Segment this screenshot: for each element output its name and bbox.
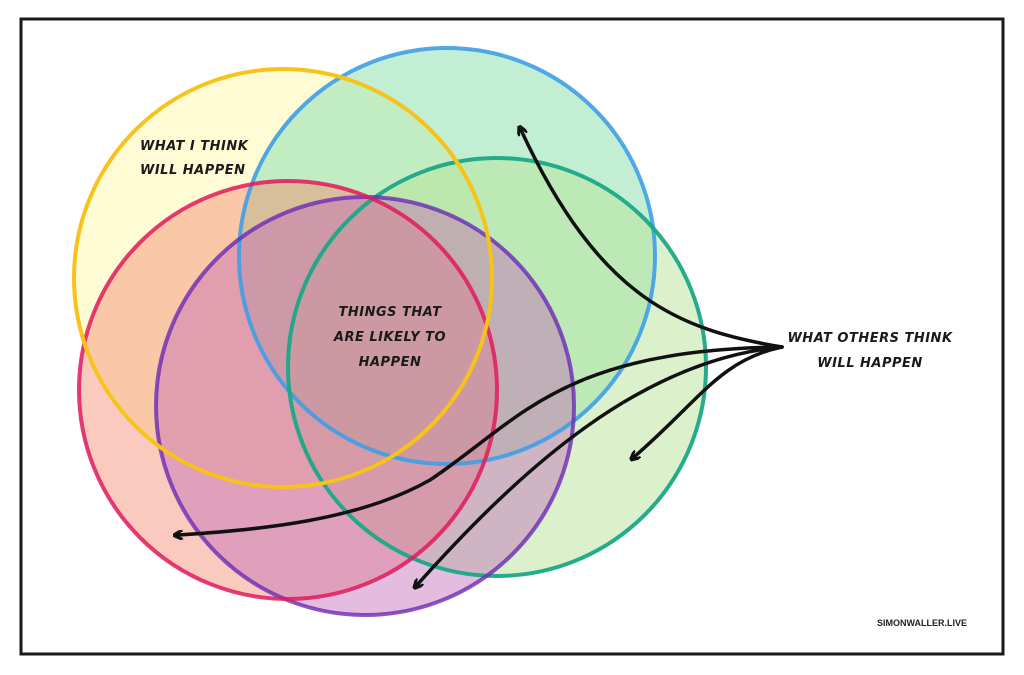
label-center-3: HAPPEN <box>359 355 422 370</box>
circle-others-purple <box>156 197 574 615</box>
credit-text: SIMONWALLER.LIVE <box>877 618 967 628</box>
label-center-1: THINGS THAT <box>339 305 443 320</box>
arrow-to-purple <box>417 345 784 585</box>
arrow-to-green <box>634 345 784 457</box>
label-others-1: WHAT OTHERS THINK <box>787 331 952 346</box>
arrows <box>178 130 784 585</box>
label-what-i-think-2: WILL HAPPEN <box>140 163 246 178</box>
arrow-to-red <box>178 345 784 535</box>
arrow-to-blue <box>521 130 784 349</box>
label-center-2: ARE LIKELY TO <box>333 330 446 345</box>
label-what-i-think-1: WHAT I THINK <box>140 139 249 154</box>
label-others-2: WILL HAPPEN <box>817 356 923 371</box>
